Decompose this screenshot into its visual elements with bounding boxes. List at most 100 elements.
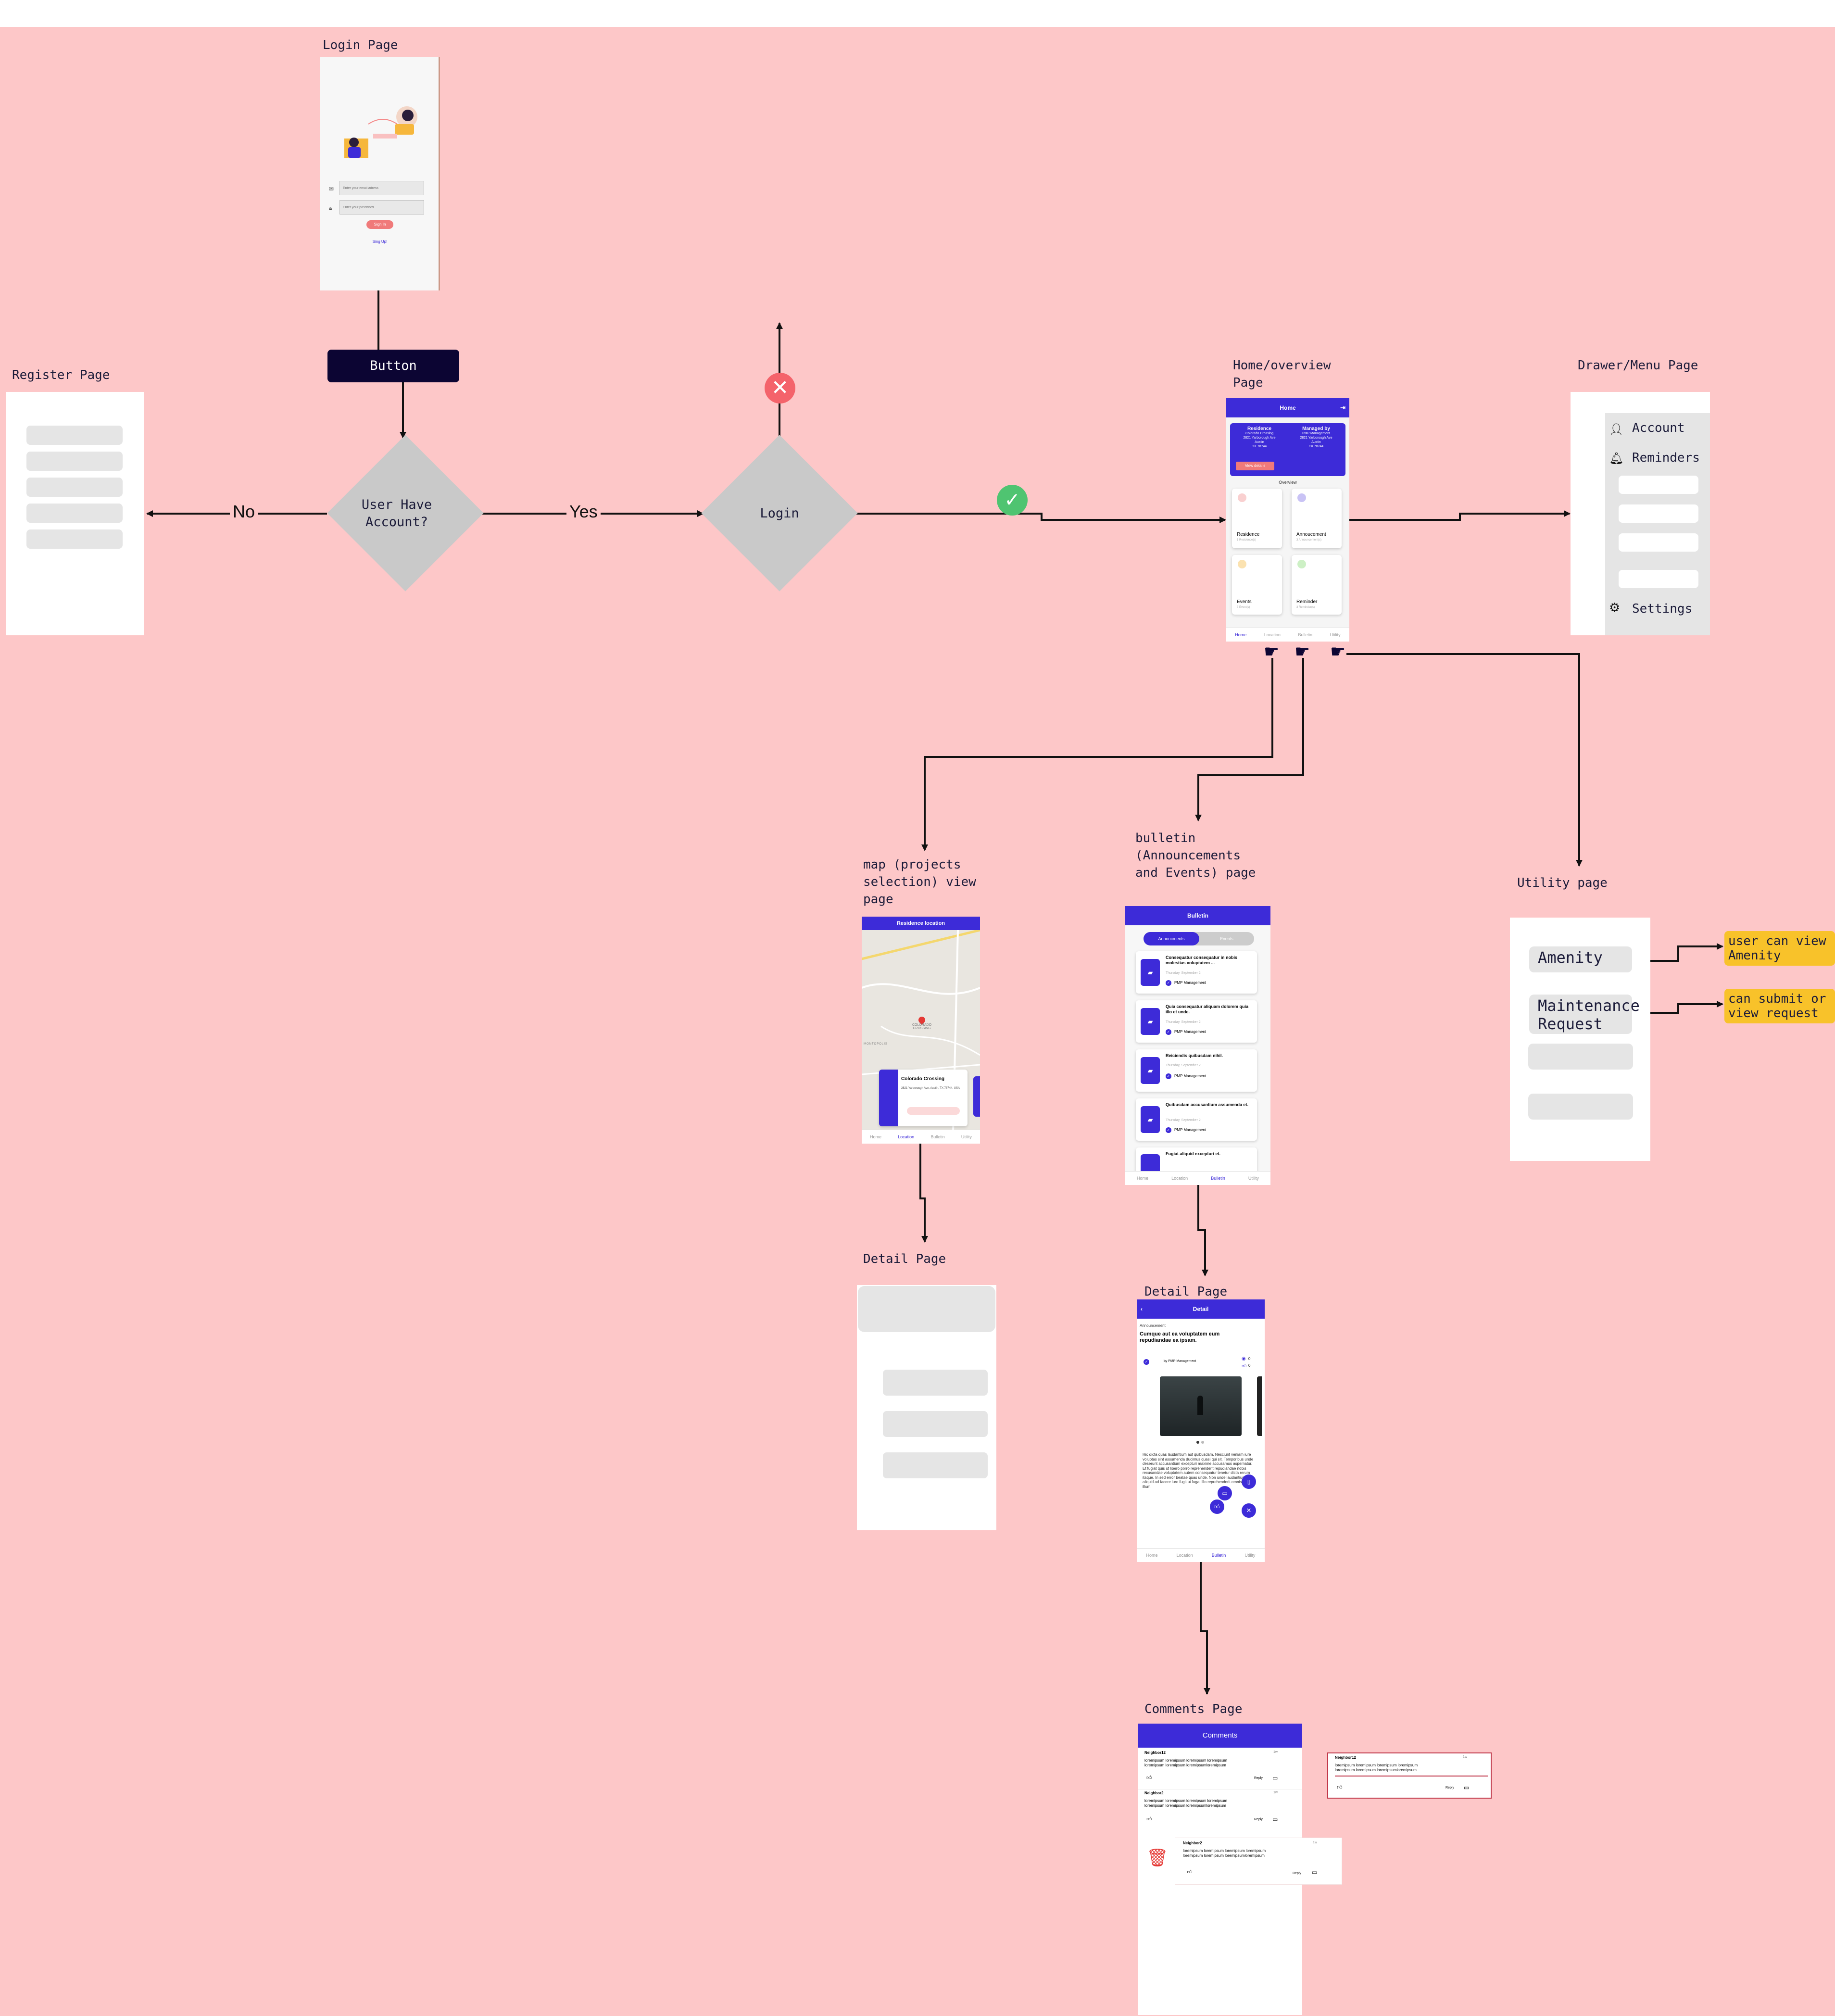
nav-home[interactable]: Home xyxy=(1235,632,1247,637)
connector-login-success xyxy=(856,513,1226,523)
bulletin-detail-frame: ‹ Detail Announcement Cumque aut ea volu… xyxy=(1137,1299,1265,1562)
reply-button[interactable]: Reply xyxy=(1293,1872,1301,1875)
connector-home-utility xyxy=(1346,653,1583,867)
location-card-address: 2821 Yarborough Ave, Austin, TX 78744, U… xyxy=(901,1087,960,1090)
reply-button[interactable]: Reply xyxy=(1445,1786,1454,1789)
email-field[interactable] xyxy=(339,181,424,195)
login-illustration xyxy=(344,106,417,158)
bulletin-item[interactable]: ▰ Quia consequatur aliquam dolorem quia … xyxy=(1136,1000,1257,1043)
check-badge-icon: ✓ xyxy=(1166,1073,1171,1079)
floating-comment-card[interactable]: Neighbor12 1w loremipsum loremipsum lore… xyxy=(1327,1752,1492,1799)
nav-utility[interactable]: Utility xyxy=(1248,1176,1259,1181)
register-page-label: Register Page xyxy=(12,368,110,382)
bottom-nav: Home Location Bulletin Utility xyxy=(1226,628,1349,642)
thumb-up-icon[interactable]: 👍︎ xyxy=(1146,1775,1152,1781)
comment-icon[interactable]: ▭ xyxy=(1464,1784,1470,1791)
announcement-tile[interactable]: Annoucement 3 Announcement(s) xyxy=(1292,489,1342,548)
drawer-item-placeholder xyxy=(1619,476,1698,494)
nav-utility[interactable]: Utility xyxy=(961,1134,972,1139)
signin-button[interactable]: Sign In xyxy=(366,220,393,229)
residence-tile[interactable]: Residence 1 Residence(s) xyxy=(1232,489,1282,548)
nav-bulletin[interactable]: Bulletin xyxy=(1211,1553,1226,1558)
nav-bulletin[interactable]: Bulletin xyxy=(930,1134,945,1139)
location-card[interactable]: Colorado Crossing 2821 Yarborough Ave, A… xyxy=(879,1070,968,1126)
drawer-item-placeholder xyxy=(1619,570,1698,588)
maintenance-request-button[interactable]: Maintenance Request xyxy=(1529,995,1640,1034)
carousel-dot xyxy=(1196,1441,1199,1444)
nav-home[interactable]: Home xyxy=(1146,1553,1158,1558)
connector-detail-comments xyxy=(1200,1562,1210,1695)
thumb-up-icon[interactable]: 👍︎ xyxy=(1337,1785,1343,1790)
events-tile[interactable]: Events 3 Event(s) xyxy=(1232,555,1282,615)
thumb-up-icon[interactable]: 👍︎ xyxy=(1187,1869,1193,1875)
connector-map-detail xyxy=(919,1144,928,1243)
edge-label-no: No xyxy=(230,502,258,522)
login-page-label: Login Page xyxy=(323,38,398,52)
decision-user-have-account-text: User Have Account? xyxy=(361,497,432,529)
nav-utility[interactable]: Utility xyxy=(1330,632,1341,637)
register-field-placeholder xyxy=(26,504,123,523)
reply-button[interactable]: Reply xyxy=(1254,1818,1263,1821)
drawer-settings[interactable]: Settings xyxy=(1632,602,1693,616)
back-arrow-icon[interactable]: ‹ xyxy=(1141,1306,1143,1312)
detail-category: Announcement xyxy=(1140,1323,1166,1328)
nav-location[interactable]: Location xyxy=(1176,1553,1193,1558)
thumb-up-icon[interactable]: 👍︎ xyxy=(1210,1499,1224,1514)
reply-button[interactable]: Reply xyxy=(1254,1777,1263,1780)
reminder-tile[interactable]: Reminder 3 Reminder(s) xyxy=(1292,555,1342,615)
detail-views: 0 xyxy=(1248,1357,1251,1361)
detail-image[interactable] xyxy=(1160,1376,1242,1436)
bulletin-item[interactable]: ▰ Quibusdam accusantium assumenda et. Th… xyxy=(1136,1098,1257,1141)
nav-location[interactable]: Location xyxy=(898,1134,915,1139)
home-page-label: Home/overview Page xyxy=(1233,358,1331,390)
bottom-nav: Home Location Bulletin Utility xyxy=(1137,1548,1265,1562)
managed-title: Managed by xyxy=(1302,426,1330,431)
nav-location[interactable]: Location xyxy=(1171,1176,1188,1181)
tab-events[interactable]: Events xyxy=(1220,936,1233,941)
tile-label: Reminder xyxy=(1296,599,1318,605)
nav-utility[interactable]: Utility xyxy=(1244,1553,1256,1558)
detail-author: by PMP Management xyxy=(1164,1360,1196,1363)
comment-item: Neighbor2 1w loremipsum loremipsum lorem… xyxy=(1138,1789,1302,1829)
bulletin-item[interactable]: ▰ Consequatur consequatur in nobis moles… xyxy=(1136,951,1257,994)
password-field[interactable] xyxy=(339,200,424,214)
bulletin-item-title: Fugiat aliquid excepturi et. xyxy=(1166,1151,1221,1156)
comments-header: Comments xyxy=(1138,1724,1302,1748)
residence-address: Colorado Crossing 2821 Yarborough Ave Au… xyxy=(1243,432,1276,448)
bulletin-item-author: PMP Management xyxy=(1174,1030,1207,1034)
signup-link[interactable]: Sing Up! xyxy=(372,239,388,244)
tile-sub: 3 Reminder(s) xyxy=(1296,606,1315,609)
tab-announcements[interactable]: Annoncments xyxy=(1144,932,1199,945)
nav-bulletin[interactable]: Bulletin xyxy=(1298,632,1313,637)
drawer-account[interactable]: Account xyxy=(1632,421,1685,435)
drawer-reminders[interactable]: Reminders xyxy=(1632,451,1700,465)
location-card-button[interactable] xyxy=(907,1107,960,1115)
trash-icon[interactable]: 🗑︎ xyxy=(1146,1848,1169,1868)
comment-icon[interactable]: ▭ xyxy=(1218,1486,1232,1500)
nav-location[interactable]: Location xyxy=(1264,632,1281,637)
comment-icon[interactable]: ▭ xyxy=(1272,1816,1278,1823)
nav-bulletin[interactable]: Bulletin xyxy=(1211,1176,1225,1181)
close-fab-icon[interactable]: ✕ xyxy=(1242,1503,1256,1518)
map-detail-frame xyxy=(857,1285,996,1530)
thumb-up-icon[interactable]: 👍︎ xyxy=(1146,1816,1152,1822)
register-page-frame xyxy=(6,392,144,635)
next-card-peek[interactable] xyxy=(973,1076,980,1117)
tile-sub: 3 Announcement(s) xyxy=(1296,539,1322,542)
nav-home[interactable]: Home xyxy=(1137,1176,1149,1181)
comment-icon[interactable]: ▭ xyxy=(1312,1869,1318,1876)
bookmark-fab[interactable]: ▯ xyxy=(1242,1474,1256,1489)
error-x-icon: ✕ xyxy=(765,373,795,403)
swiped-comment-card[interactable]: Neighbor2 1w loremipsum loremipsum lorem… xyxy=(1175,1838,1342,1884)
view-details-button[interactable]: View details xyxy=(1236,462,1274,470)
bulletin-item-date: Thursday, September 2 xyxy=(1166,1119,1201,1122)
note-maintenance: can submit or view request xyxy=(1724,989,1835,1023)
nav-home[interactable]: Home xyxy=(870,1134,882,1139)
next-image-peek xyxy=(1257,1376,1262,1436)
pointer-hand-icon: ☛ xyxy=(1330,642,1346,662)
comment-icon[interactable]: ▭ xyxy=(1272,1775,1278,1781)
bulletin-item[interactable]: ▰ Reiciendis quibusdam nihil. Thursday, … xyxy=(1136,1049,1257,1092)
amenity-button[interactable]: Amenity xyxy=(1529,946,1632,972)
logout-icon[interactable]: ⇥ xyxy=(1340,404,1345,411)
comment-item: Neighbor12 1w loremipsum loremipsum lore… xyxy=(1138,1749,1302,1789)
